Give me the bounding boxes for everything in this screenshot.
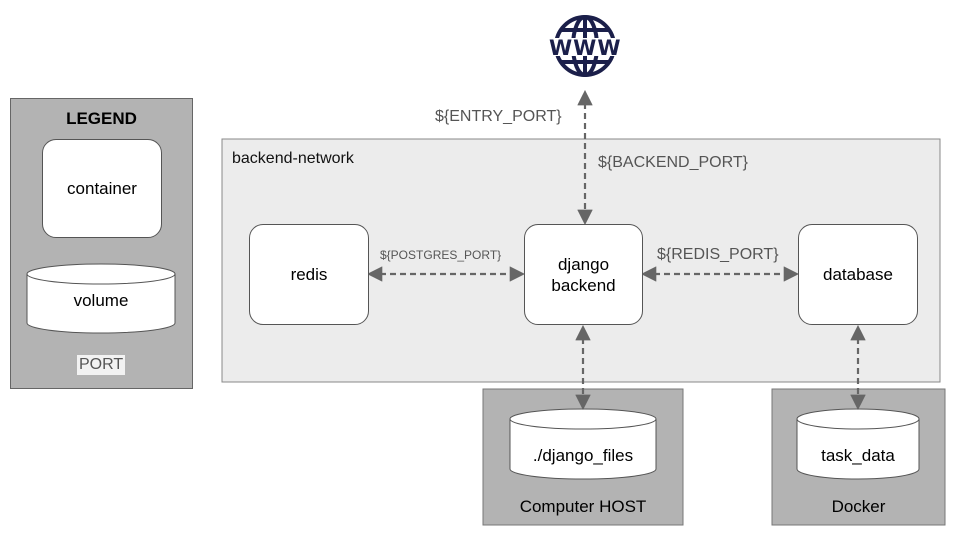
network-title: backend-network bbox=[232, 150, 354, 167]
legend-container-label: container bbox=[67, 179, 137, 198]
docker-host-label: Docker bbox=[831, 497, 886, 516]
backend-port-label: ${BACKEND_PORT} bbox=[596, 154, 750, 172]
redis-port-label: ${REDIS_PORT} bbox=[655, 246, 781, 264]
www-text: WWW bbox=[549, 36, 622, 60]
legend-volume-cylinder bbox=[26, 263, 176, 334]
django-backend-container: django backend bbox=[524, 224, 643, 325]
database-container: database bbox=[798, 224, 918, 325]
redis-container: redis bbox=[249, 224, 369, 325]
computer-host-label: Computer HOST bbox=[519, 497, 647, 516]
django-files-volume bbox=[509, 408, 657, 480]
www-band bbox=[549, 38, 621, 56]
entry-port-label: ${ENTRY_PORT} bbox=[433, 108, 564, 126]
database-label: database bbox=[823, 265, 893, 284]
legend-volume-label: volume bbox=[73, 291, 129, 310]
django-files-label: ./django_files bbox=[532, 446, 634, 465]
task-data-volume bbox=[796, 408, 920, 480]
django-backend-label: django backend bbox=[551, 254, 616, 295]
legend-port-label: PORT bbox=[77, 355, 126, 375]
task-data-label: task_data bbox=[821, 446, 895, 465]
legend-title: LEGEND bbox=[66, 109, 137, 128]
postgres-port-label: ${POSTGRES_PORT} bbox=[378, 248, 504, 262]
legend-container-node: container bbox=[42, 139, 162, 238]
redis-label: redis bbox=[290, 265, 328, 284]
